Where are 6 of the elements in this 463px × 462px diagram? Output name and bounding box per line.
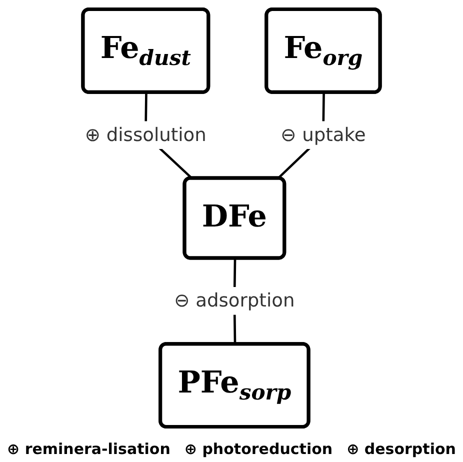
edge-label: ⊕ dissolution (84, 123, 206, 146)
process-label: ⊕ reminera-lisation (7, 440, 170, 458)
process-label: ⊕ photoreduction (184, 440, 333, 458)
edge-label: ⊖ uptake (280, 123, 366, 146)
edge-label: ⊖ adsorption (174, 289, 295, 312)
process-label: ⊕ desorption (346, 440, 456, 458)
